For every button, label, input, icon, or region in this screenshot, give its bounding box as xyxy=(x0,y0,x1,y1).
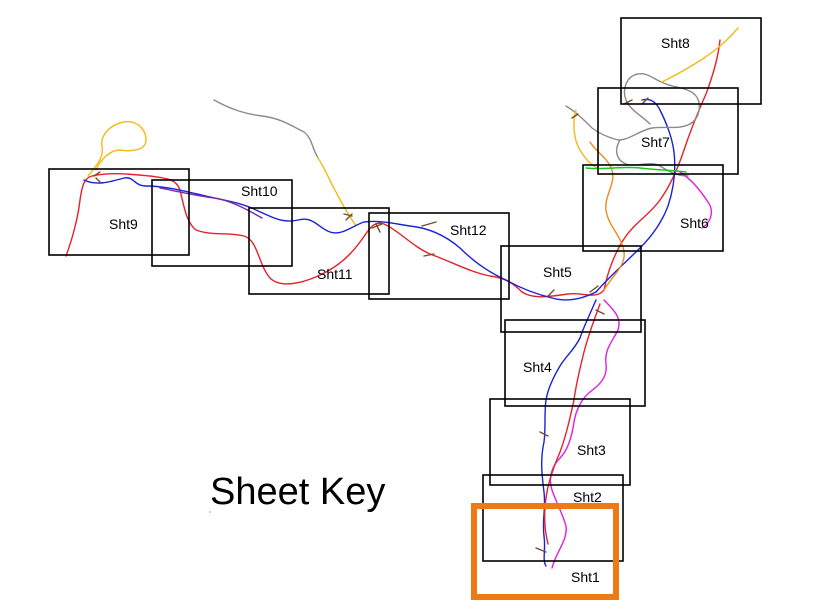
sheet-rect-sht9[interactable] xyxy=(48,168,190,256)
route-yellow-west xyxy=(87,121,147,177)
sheet-label-sht5: Sht5 xyxy=(543,264,572,280)
sheet-label-sht3: Sht3 xyxy=(577,442,606,458)
sheet-label-sht8: Sht8 xyxy=(661,35,690,51)
route-gray-north xyxy=(213,99,319,159)
route-red-south xyxy=(543,303,601,545)
sheet-label-sht11: Sht11 xyxy=(317,266,353,282)
node-markers xyxy=(93,97,649,553)
sheet-rect-sht10[interactable] xyxy=(151,179,293,267)
sheet-rect-sht2[interactable] xyxy=(482,474,624,562)
route-gray-sht7 xyxy=(565,72,701,141)
stray-dot xyxy=(209,511,211,513)
route-red-north xyxy=(603,39,721,291)
route-yellow-sht8 xyxy=(661,27,739,83)
sheet-label-sht6: Sht6 xyxy=(680,215,709,231)
sheet-rect-sht7[interactable] xyxy=(597,87,739,175)
route-yellow-sht7 xyxy=(573,109,599,169)
route-magenta-sht6 xyxy=(679,171,713,229)
sheet-rect-sht1[interactable] xyxy=(471,503,619,600)
sheet-label-sht2: Sht2 xyxy=(573,489,602,505)
route-blue-south xyxy=(541,299,597,567)
sheet-label-sht7: Sht7 xyxy=(641,134,670,150)
map-title: Sheet Key xyxy=(210,471,385,513)
route-magenta-south xyxy=(549,299,620,569)
route-orange xyxy=(589,141,625,291)
sheet-rect-sht8[interactable] xyxy=(620,17,762,105)
route-lines xyxy=(65,27,739,569)
sheet-label-sht12: Sht12 xyxy=(450,222,487,238)
sheet-label-sht4: Sht4 xyxy=(523,359,552,375)
sheet-rect-sht6[interactable] xyxy=(582,164,724,252)
sheet-rect-sht3[interactable] xyxy=(489,398,631,486)
sheet-grid xyxy=(48,17,762,600)
sheet-rect-sht12[interactable] xyxy=(368,212,510,300)
sheet-rect-sht5[interactable] xyxy=(500,245,642,333)
sheet-labels: Sht8 Sht7 Sht6 Sht5 Sht4 Sht3 Sht2 Sht1 … xyxy=(109,35,709,585)
sheet-rect-sht11[interactable] xyxy=(248,207,390,295)
sheet-label-sht9: Sht9 xyxy=(109,216,138,232)
route-green xyxy=(585,166,687,173)
sheet-label-sht10: Sht10 xyxy=(241,183,278,199)
route-blue-west xyxy=(83,177,597,301)
sheet-label-sht1: Sht1 xyxy=(571,569,600,585)
sheet-rect-sht4[interactable] xyxy=(504,319,646,407)
